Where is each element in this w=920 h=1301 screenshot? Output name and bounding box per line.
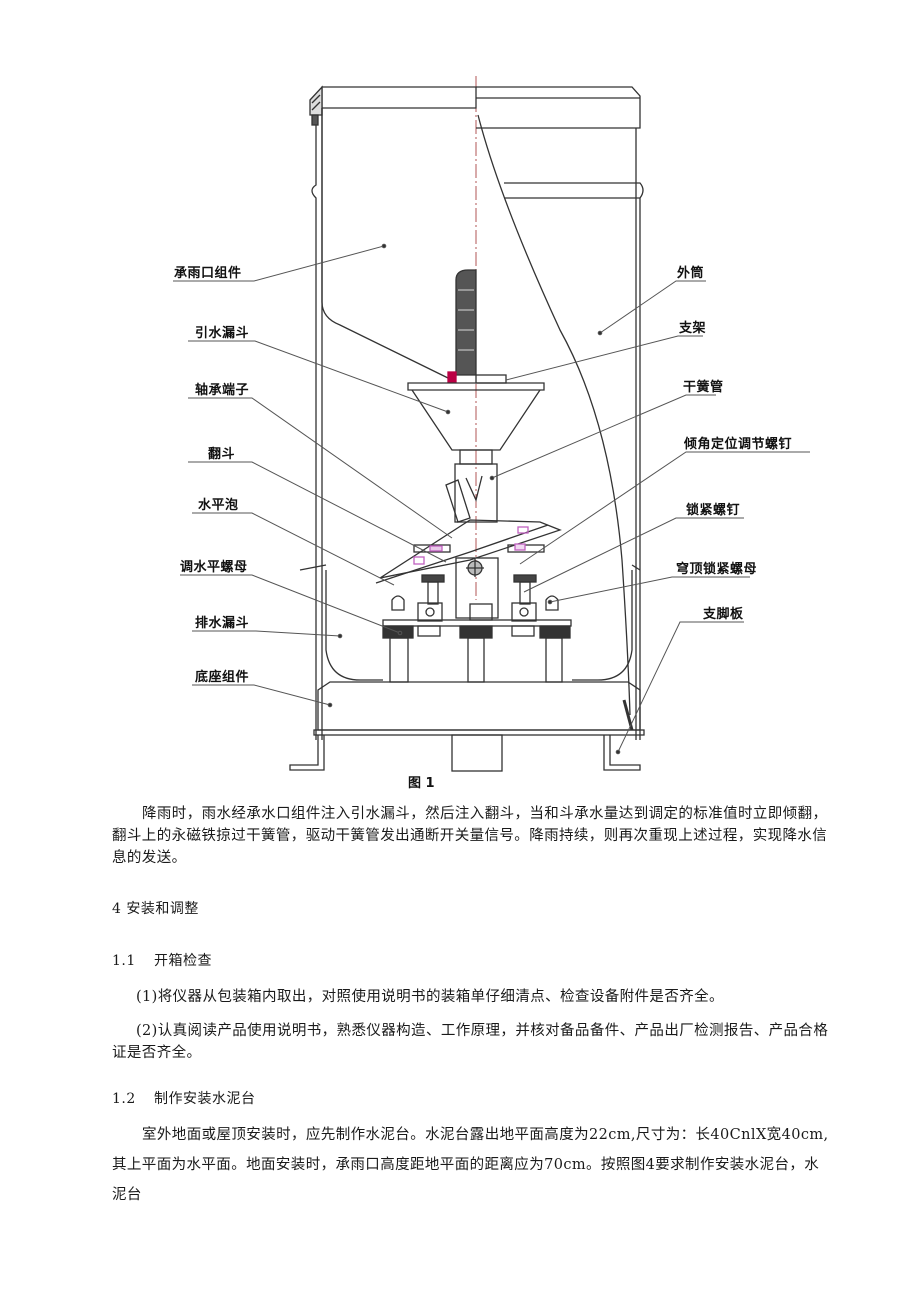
section-1-2-text: 室外地面或屋顶安装时，应先制作水泥台。水泥台露出地平面高度为22cm,尺寸为：长… [112, 1127, 829, 1203]
section-1-1-heading: 1.1 开箱检查 [112, 950, 212, 970]
section-4-heading: 4 安装和调整 [112, 898, 199, 918]
section-1-2-number: 1.2 [112, 1091, 136, 1107]
list-item-1: (1)将仪器从包装箱内取出，对照使用说明书的装箱单仔细清点、检查设备附件是否齐全… [112, 986, 832, 1008]
rain-gauge-figure: 承雨口组件 引水漏斗 轴承端子 翻斗 水平泡 调水平螺母 排水漏斗 底座组件 外… [173, 76, 810, 791]
label-cap-lock-nut: 穹顶锁紧螺母 [676, 562, 758, 577]
section-4-title: 4 安装和调整 [112, 901, 199, 917]
rain-gauge-diagram [173, 76, 810, 772]
label-lock-screw: 锁紧螺钉 [686, 503, 741, 518]
section-1-1-number: 1.1 [112, 953, 136, 969]
figure-caption: 图 1 [408, 776, 435, 791]
list-item-2: (2)认真阅读产品使用说明书，熟悉仪器构造、工作原理，并核对备品备件、产品出厂检… [112, 1020, 832, 1064]
section-1-2-paragraph: 室外地面或屋顶安装时，应先制作水泥台。水泥台露出地平面高度为22cm,尺寸为：长… [112, 1120, 832, 1210]
label-bearing-end: 轴承端子 [195, 383, 250, 398]
label-leveling-nut: 调水平螺母 [180, 560, 248, 575]
label-guide-funnel: 引水漏斗 [195, 326, 250, 341]
label-drain-funnel: 排水漏斗 [195, 616, 250, 631]
label-outer-cylinder: 外筒 [677, 266, 705, 281]
section-1-2-title: 制作安装水泥台 [154, 1091, 256, 1107]
intro-paragraph: 降雨时，雨水经承水口组件注入引水漏斗，然后注入翻斗，当和斗承水量达到调定的标准值… [112, 803, 832, 869]
label-foot-plate: 支脚板 [703, 607, 744, 622]
label-spirit-level: 水平泡 [198, 498, 239, 513]
label-bracket: 支架 [679, 321, 707, 336]
list-item-1-text: (1)将仪器从包装箱内取出，对照使用说明书的装箱单仔细清点、检查设备附件是否齐全… [136, 989, 724, 1005]
section-1-1-title: 开箱检查 [154, 953, 212, 969]
label-base-assembly: 底座组件 [195, 670, 250, 685]
intro-text: 降雨时，雨水经承水口组件注入引水漏斗，然后注入翻斗，当和斗承水量达到调定的标准值… [112, 806, 828, 866]
label-rain-collector: 承雨口组件 [174, 266, 242, 281]
label-tipping-bucket: 翻斗 [208, 447, 236, 462]
label-reed-switch: 干簧管 [683, 380, 724, 395]
label-tilt-adjust-screw: 倾角定位调节螺钉 [684, 437, 793, 452]
section-1-2-heading: 1.2 制作安装水泥台 [112, 1088, 256, 1108]
list-item-2-text: (2)认真阅读产品使用说明书，熟悉仪器构造、工作原理，并核对备品备件、产品出厂检… [112, 1023, 829, 1061]
